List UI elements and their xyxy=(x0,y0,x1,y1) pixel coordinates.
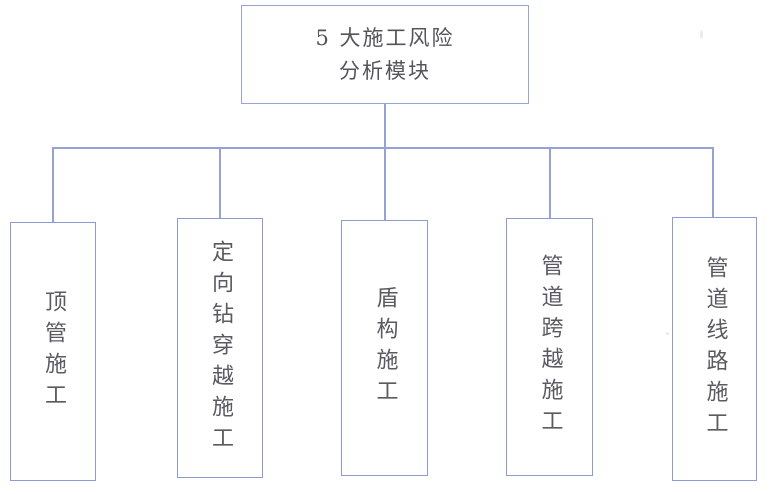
drop-connector-2 xyxy=(219,147,221,219)
scan-speck xyxy=(700,30,703,39)
leaf-node-4[interactable]: 管道跨越施工 xyxy=(506,218,593,476)
leaf-node-4-label: 管道跨越施工 xyxy=(537,254,563,440)
horizontal-bus-connector xyxy=(52,147,713,149)
scan-speck xyxy=(666,332,669,335)
leaf-node-5-label: 管道线路施工 xyxy=(702,256,728,442)
drop-connector-1 xyxy=(52,147,54,223)
root-node-label: 5 大施工风险 分析模块 xyxy=(315,25,455,83)
leaf-node-1-label: 顶管施工 xyxy=(41,289,66,414)
drop-connector-3 xyxy=(384,147,386,221)
leaf-node-3[interactable]: 盾构施工 xyxy=(341,220,428,476)
leaf-node-2[interactable]: 定向钻穿越施工 xyxy=(177,218,263,478)
leaf-node-3-label: 盾构施工 xyxy=(372,286,398,410)
drop-connector-5 xyxy=(712,147,714,218)
root-node[interactable]: 5 大施工风险 分析模块 xyxy=(241,5,529,104)
leaf-node-2-label: 定向钻穿越施工 xyxy=(208,239,233,457)
drop-connector-4 xyxy=(549,147,551,219)
leaf-node-1[interactable]: 顶管施工 xyxy=(10,222,96,481)
root-stem-connector xyxy=(384,103,386,149)
leaf-node-5[interactable]: 管道线路施工 xyxy=(672,217,757,481)
